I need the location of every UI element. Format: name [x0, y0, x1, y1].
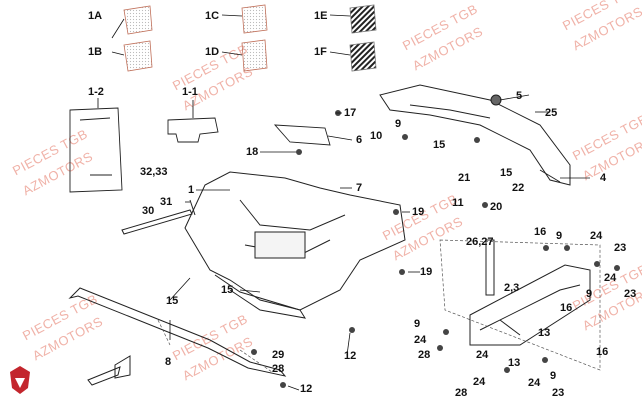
callout-part[interactable]: 31 [160, 196, 173, 208]
callout-part[interactable]: 10 [370, 130, 383, 142]
callout-part[interactable]: 5 [516, 90, 523, 102]
callout-part[interactable]: 1 [188, 184, 195, 196]
callout-part[interactable]: 23 [614, 242, 627, 254]
callout-1d[interactable]: 1D [205, 46, 220, 58]
part-1-2-panel [69, 98, 123, 193]
callout-part[interactable]: 7 [356, 182, 363, 194]
callout-part[interactable]: 2,3 [504, 282, 520, 294]
callout-1a[interactable]: 1A [88, 10, 103, 22]
callout-part[interactable]: 25 [545, 107, 558, 119]
callout-part[interactable]: 23 [624, 288, 637, 300]
callout-part[interactable]: 20 [490, 201, 503, 213]
callout-part[interactable]: 24 [604, 272, 617, 284]
callout-part[interactable]: 28 [418, 349, 431, 361]
callout-part[interactable]: 16 [560, 302, 573, 314]
callout-1e[interactable]: 1E [314, 10, 328, 22]
callout-part[interactable]: 30 [142, 205, 155, 217]
callout-part[interactable]: 24 [414, 334, 427, 346]
callout-part[interactable]: 24 [476, 349, 489, 361]
callout-1f[interactable]: 1F [314, 46, 327, 58]
callout-part[interactable]: 1-2 [88, 86, 104, 98]
callout-part[interactable]: 12 [300, 383, 313, 395]
callout-part[interactable]: 13 [508, 357, 521, 369]
callout-part[interactable]: 1-1 [182, 86, 198, 98]
fasteners [251, 110, 620, 388]
callout-part[interactable]: 15 [221, 284, 234, 296]
callout-part[interactable]: 9 [414, 318, 421, 330]
callout-part[interactable]: 15 [166, 295, 179, 307]
part-30-rod [121, 199, 196, 235]
part-4-rack [379, 84, 571, 186]
direction-arrow [87, 366, 121, 386]
callout-part[interactable]: 21 [458, 172, 471, 184]
callout-part[interactable]: 15 [500, 167, 513, 179]
callout-part[interactable]: 17 [344, 107, 357, 119]
callout-part[interactable]: 15 [433, 139, 446, 151]
callout-part[interactable]: 28 [455, 387, 468, 399]
rear-fender-body [184, 171, 406, 319]
callout-part[interactable]: 18 [246, 146, 259, 158]
callout-part[interactable]: 19 [412, 206, 425, 218]
callout-part[interactable]: 4 [600, 172, 607, 184]
callout-part[interactable]: 22 [512, 182, 525, 194]
callout-part[interactable]: 13 [538, 327, 551, 339]
callout-part[interactable]: 28 [272, 363, 285, 375]
callout-part[interactable]: 24 [590, 230, 603, 242]
callout-part[interactable]: 8 [165, 356, 172, 368]
legend-tiles [123, 4, 377, 72]
callout-part[interactable]: 9 [556, 230, 563, 242]
assembly-guides [157, 239, 601, 373]
shield-logo [10, 366, 30, 394]
part-6-bracket [273, 124, 331, 146]
callout-1b[interactable]: 1B [88, 46, 103, 58]
callout-part[interactable]: 16 [534, 226, 547, 238]
part-8-frame [68, 287, 287, 379]
callout-part[interactable]: 19 [420, 266, 433, 278]
callout-part[interactable]: 16 [596, 346, 609, 358]
callout-part[interactable]: 26,27 [466, 236, 494, 248]
callout-part[interactable]: 23 [552, 387, 565, 399]
callout-part[interactable]: 29 [272, 349, 285, 361]
callout-part[interactable]: 9 [395, 118, 402, 130]
leader-lines [111, 14, 590, 391]
callout-1c[interactable]: 1C [205, 10, 220, 22]
callout-part[interactable]: 9 [586, 288, 593, 300]
callout-part[interactable]: 12 [344, 350, 357, 362]
part-1-1-bracket [167, 100, 219, 143]
callout-part[interactable]: 6 [356, 134, 363, 146]
callout-part[interactable]: 24 [528, 377, 541, 389]
callout-part[interactable]: 32,33 [140, 166, 168, 178]
callout-part[interactable]: 24 [473, 376, 486, 388]
part-2-3-guard [469, 239, 591, 346]
callout-part[interactable]: 11 [452, 197, 464, 209]
callout-part[interactable]: 9 [550, 370, 557, 382]
